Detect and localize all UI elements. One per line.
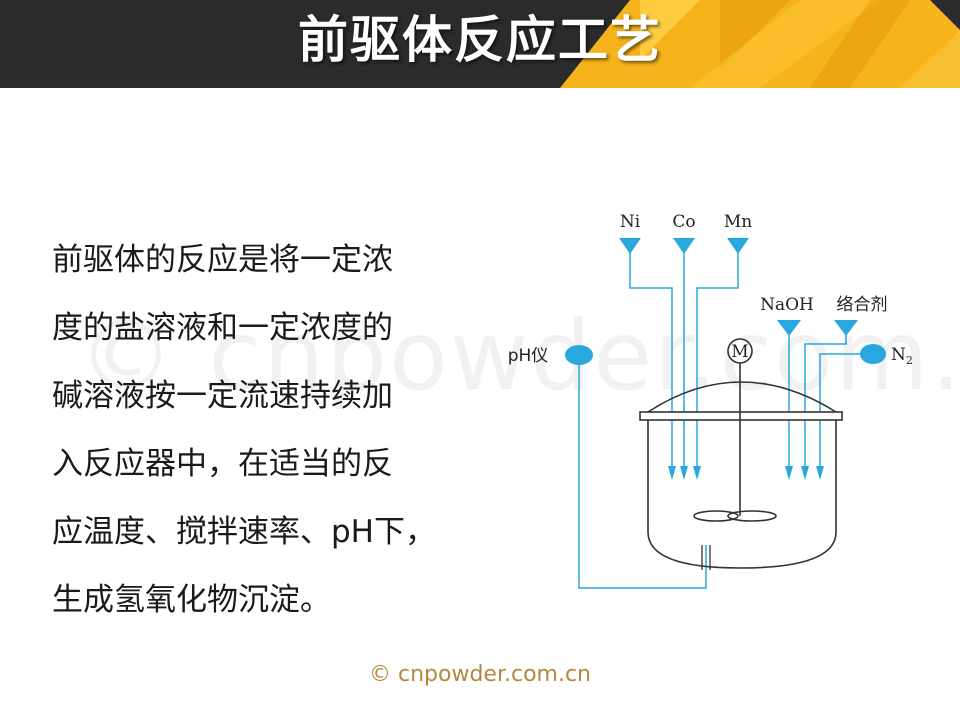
body-line-1: 前驱体的反应是将一定浓 — [52, 242, 393, 278]
ph-meter-icon — [565, 345, 593, 365]
label-naoh: NaOH — [760, 295, 814, 315]
complexant-inlet-icon — [834, 320, 858, 336]
label-ph-meter: pH仪 — [508, 346, 549, 366]
motor-icon — [727, 338, 753, 364]
arrowheads — [668, 466, 824, 480]
watermark-small: © cnpowder.com.cn — [369, 662, 591, 687]
header-decoration — [560, 0, 960, 88]
naoh-inlet-icon — [777, 320, 801, 336]
body-line-3: 碱溶液按一定流速持续加 — [52, 378, 393, 414]
mn-inlet-icon — [727, 238, 749, 254]
label-nitrogen: N2 — [891, 345, 913, 367]
label-ni: Ni — [620, 212, 641, 232]
reactor-vessel — [639, 363, 843, 569]
header-bar: 前驱体反应工艺 — [0, 0, 960, 88]
body-line-5: 应温度、搅拌速率、pH下， — [52, 514, 436, 550]
nitrogen-inlet-icon — [860, 344, 886, 364]
label-nitrogen-base: N — [891, 345, 906, 365]
body-paragraph: 前驱体的反应是将一定浓 度的盐溶液和一定浓度的 碱溶液按一定流速持续加 入反应器… — [52, 226, 482, 634]
body-line-4: 入反应器中，在适当的反 — [52, 446, 393, 482]
page-title: 前驱体反应工艺 — [298, 11, 662, 69]
label-mn: Mn — [724, 212, 752, 232]
label-complexant: 络合剂 — [837, 295, 888, 315]
ni-inlet-icon — [619, 238, 641, 254]
watermark-large: © cnpowder.com.cn — [78, 300, 960, 412]
label-nitrogen-subscript: 2 — [906, 354, 913, 367]
co-inlet-icon — [673, 238, 695, 254]
inlet-funnels — [619, 238, 858, 336]
body-line-2: 度的盐溶液和一定浓度的 — [52, 310, 393, 346]
label-co: Co — [672, 212, 695, 232]
ph-probe — [701, 545, 711, 570]
motor-label: M — [731, 342, 748, 362]
body-line-6: 生成氢氧化物沉淀。 — [52, 582, 331, 618]
